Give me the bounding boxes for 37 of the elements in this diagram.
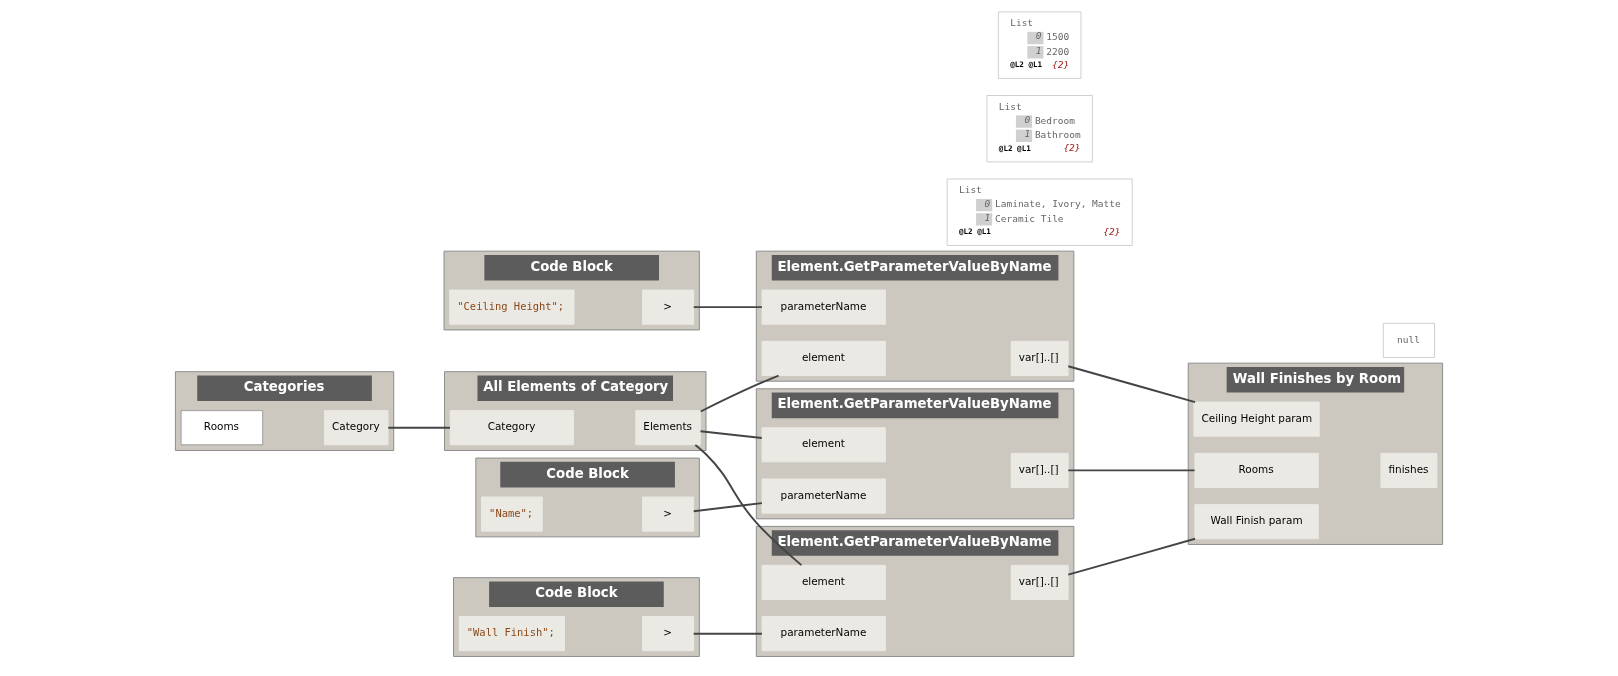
node-box: parameterName: [761, 289, 886, 325]
connector: [699, 374, 780, 413]
node-box: element: [761, 340, 886, 376]
connector: [1067, 469, 1196, 472]
node-box: element: [761, 427, 886, 463]
node-box: element: [761, 564, 886, 600]
connector: [1067, 537, 1197, 576]
node-box: var[]..[]: [1010, 564, 1069, 600]
node-box: List 0 Laminate, Ivory, Matte 1 Ceramic Tile @L2 @L1 {2}: [946, 178, 1133, 246]
node-box: "Wall Finish";: [458, 616, 566, 652]
node-box: List 0 1500 1 2200 @L2 @L1 {2}: [997, 11, 1082, 79]
node-box: Wall Finish param: [1194, 504, 1319, 540]
node-box: Rooms: [1194, 452, 1319, 488]
node-box: null: [1382, 322, 1435, 358]
node-box: >: [641, 496, 695, 532]
node-box: Category: [323, 410, 389, 446]
node-box: Rooms: [180, 410, 264, 446]
connector: [694, 444, 803, 567]
connector: [1067, 365, 1197, 403]
connector: [692, 632, 763, 635]
node-box: Elements: [635, 410, 701, 446]
node-box: Ceiling Height param: [1193, 401, 1320, 437]
connector: [699, 430, 763, 439]
connector: [692, 306, 763, 309]
node-box: "Name";: [481, 496, 543, 532]
node-box: List 0 Bedroom 1 Bathroom @L2 @L1 {2}: [986, 95, 1093, 163]
connector: [387, 426, 451, 429]
node-box: parameterName: [761, 478, 886, 514]
node-box: >: [641, 616, 695, 652]
node-box: Category: [449, 410, 575, 446]
node-box: var[]..[]: [1010, 452, 1069, 488]
node-box: "Ceiling Height";: [449, 289, 575, 325]
node-box: var[]..[]: [1010, 340, 1069, 376]
connector: [692, 502, 763, 513]
node-box: finishes: [1380, 452, 1438, 488]
node-box: >: [641, 289, 695, 325]
node-box: parameterName: [761, 616, 886, 652]
